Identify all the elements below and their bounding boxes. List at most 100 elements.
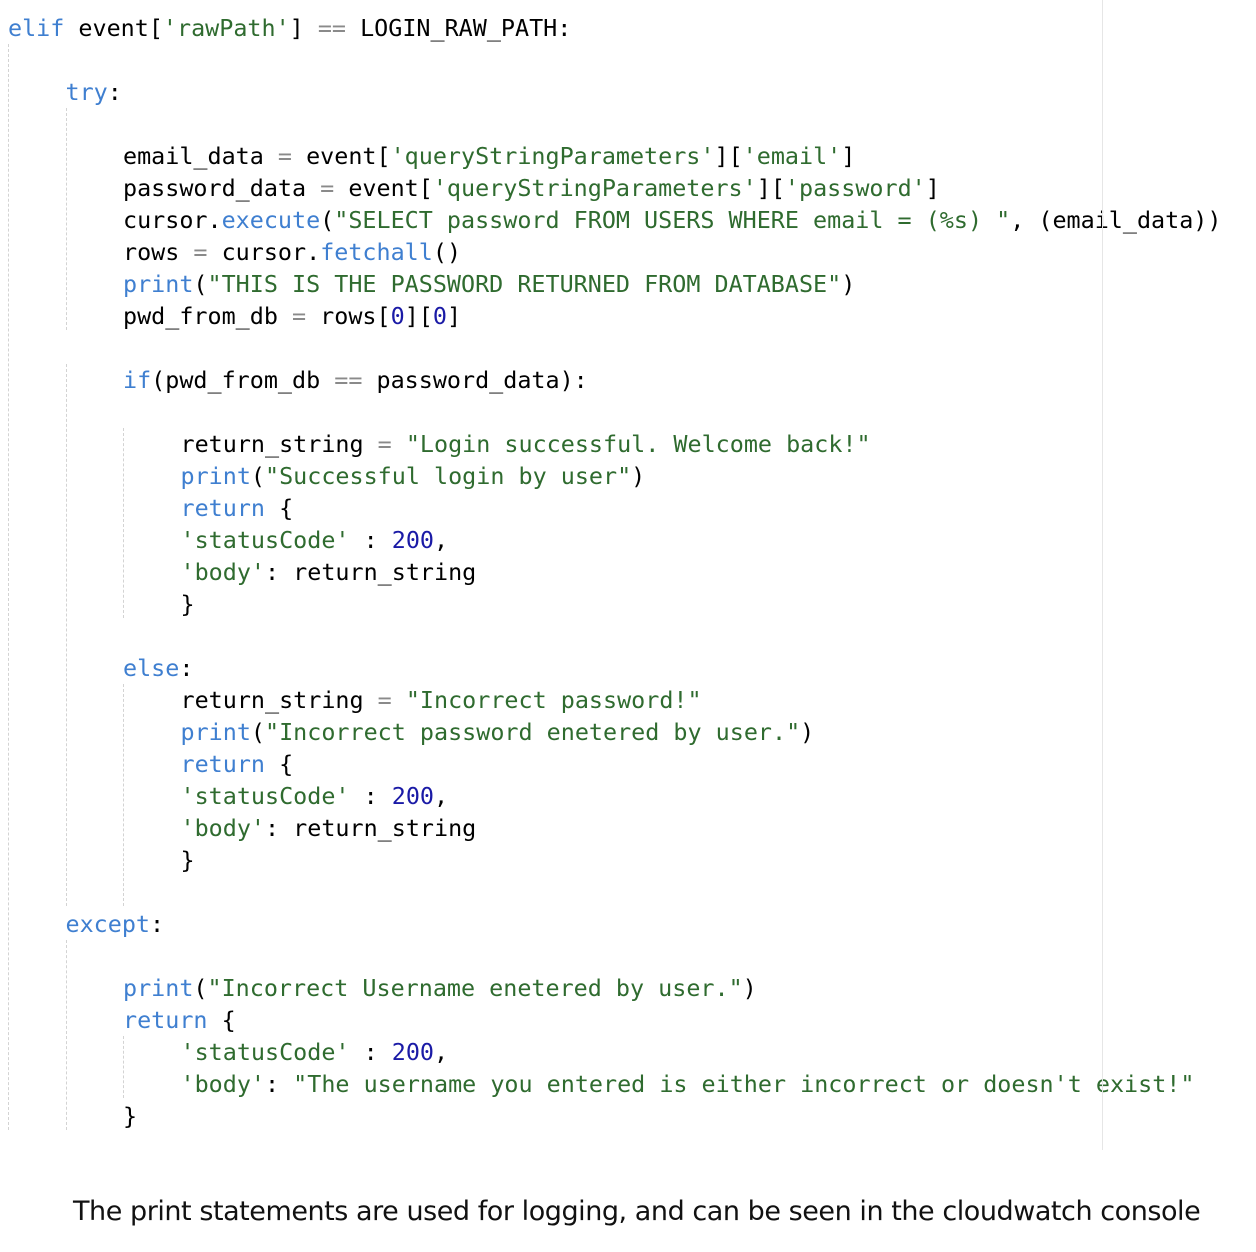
code-token: email_data [123,142,278,170]
code-token: return [180,750,266,778]
indent-guide [123,1036,124,1098]
code-line: } [123,1100,137,1132]
code-line: return { [123,1004,236,1036]
code-token: = [193,238,208,266]
code-token: event[ [292,142,391,170]
code-line: try: [66,76,122,108]
code-token: print [180,718,251,746]
indent-guide [66,940,67,1130]
code-token: if [123,366,152,394]
code-token: ][ [714,142,743,170]
code-token: = [377,430,392,458]
code-token: : return_string [265,558,477,586]
code-token: 'body' [180,558,266,586]
code-token: { [265,750,294,778]
code-line: 'body': return_string [181,556,477,588]
indent-guide [8,44,9,1130]
code-token: } [123,1102,138,1130]
code-token: = [277,142,292,170]
code-token: 200 [391,526,434,554]
code-line: } [181,588,195,620]
code-token: "SELECT password FROM USERS WHERE email … [334,206,1011,234]
code-token [392,430,406,458]
code-token: try [65,78,108,106]
code-token: cursor. [123,206,222,234]
code-token: return_string [180,430,378,458]
code-token: "Incorrect Username enetered by user." [207,974,743,1002]
code-token: , [434,782,449,810]
code-token: 200 [391,1038,434,1066]
code-token: : [349,526,392,554]
code-token: , [434,526,449,554]
code-token: return [180,494,266,522]
code-token: 'queryStringParameters' [390,142,715,170]
code-token: ] [446,302,462,330]
code-token: ] [925,174,940,202]
code-line: elif event['rawPath'] == LOGIN_RAW_PATH: [8,12,571,44]
code-token: 0 [432,302,447,330]
code-token: print [180,462,251,490]
code-token: } [180,590,195,618]
code-token: "The username you entered is either inco… [293,1070,1195,1098]
code-line: print("THIS IS THE PASSWORD RETURNED FRO… [123,268,855,300]
code-token: ] [841,142,856,170]
code-token: ( [320,206,335,234]
code-token: = [377,686,392,714]
code-line: cursor.execute("SELECT password FROM USE… [123,204,1221,236]
code-token: == [334,366,363,394]
code-token: : return_string [265,814,477,842]
code-token: 0 [390,302,405,330]
code-line: return { [181,492,294,524]
code-token: event[ [334,174,433,202]
code-token: : [349,782,392,810]
code-token: : [107,78,122,106]
code-token: LOGIN_RAW_PATH: [346,14,572,42]
code-token: 'password' [784,174,926,202]
code-token: elif [8,14,65,42]
code-line: rows = cursor.fetchall() [123,236,461,268]
code-token: return_string [180,686,378,714]
indent-guide [123,428,124,618]
code-block: elif event['rawPath'] == LOGIN_RAW_PATH:… [8,0,1221,1150]
code-token: "Incorrect password!" [405,686,702,714]
code-token: (pwd_from_db [151,366,335,394]
code-line: 'body': "The username you entered is eit… [181,1068,1195,1100]
code-token: pwd_from_db [123,302,292,330]
code-token: { [207,1006,236,1034]
caption-text: The print statements are used for loggin… [73,1196,1201,1227]
code-line: email_data = event['queryStringParameter… [123,140,855,172]
code-token: 'queryStringParameters' [432,174,757,202]
code-token: 'statusCode' [180,782,350,810]
code-line: else: [123,652,193,684]
code-token: ( [250,718,266,746]
code-token: 'body' [180,814,266,842]
code-line: password_data = event['queryStringParame… [123,172,940,204]
code-token: } [180,846,195,874]
code-token: "Incorrect password enetered by user." [265,718,801,746]
code-token: "Login successful. Welcome back!" [405,430,871,458]
code-line: } [181,844,195,876]
code-token: else [123,654,180,682]
code-token: ] [289,14,318,42]
code-token: : [150,910,165,938]
code-token: except [65,910,151,938]
code-token: print [123,270,194,298]
code-line: print("Incorrect Username enetered by us… [123,972,757,1004]
code-token: 'statusCode' [180,1038,350,1066]
code-token: = [292,302,307,330]
code-line: 'statusCode' : 200, [181,780,449,812]
code-token: 200 [391,782,434,810]
indent-guide [66,364,67,906]
code-line: pwd_from_db = rows[0][0] [123,300,461,332]
code-token: ][ [404,302,433,330]
code-token: == [317,14,347,42]
code-token: ) [742,974,757,1002]
code-token: : [265,1070,294,1098]
code-token: 'email' [742,142,842,170]
code-line: return { [181,748,294,780]
code-token: 'rawPath' [162,14,290,42]
code-token: execute [221,206,321,234]
code-token: ) [841,270,856,298]
code-token: "Successful login by user" [265,462,632,490]
code-token: password_data [123,174,321,202]
